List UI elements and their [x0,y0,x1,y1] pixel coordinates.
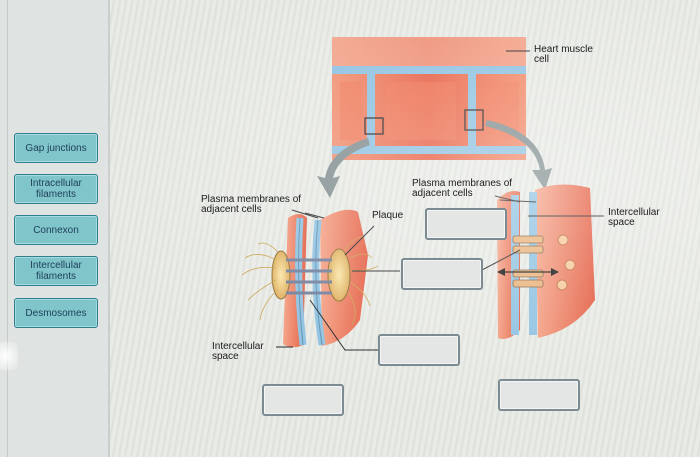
label-plaque: Plaque [372,210,404,221]
zoom-arrows [317,120,552,198]
label-intercellular-space-left: Intercellular space [212,341,264,362]
glare-spot [0,342,18,370]
sidebar-divider [7,0,8,457]
option-intercellular-filaments[interactable]: Intercellular filaments [14,256,98,286]
desmosome-detail [241,209,400,351]
dropzone-plaque[interactable] [401,258,483,290]
dropzone-plasma-membranes-right[interactable] [425,208,507,240]
dropzone-desmosome[interactable] [262,384,344,416]
label-intercellular-space-right: Intercellular space [608,207,660,228]
label-heart-muscle-cell: Heart muscle cell [534,44,593,65]
option-intracellular-filaments[interactable]: Intracellular filaments [14,174,98,204]
option-gap-junctions[interactable]: Gap junctions [14,133,98,163]
dropzone-intercellular-filaments[interactable] [378,334,460,366]
label-plasma-membranes-left: Plasma membranes of adjacent cells [201,194,302,215]
dropzone-gap-junction[interactable] [498,379,580,411]
option-connexon[interactable]: Connexon [14,215,98,245]
label-plasma-membranes-right: Plasma membranes of adjacent cells [412,178,513,199]
answer-bank: Gap junctions Intracellular filaments Co… [0,0,110,457]
option-desmosomes[interactable]: Desmosomes [14,298,98,328]
